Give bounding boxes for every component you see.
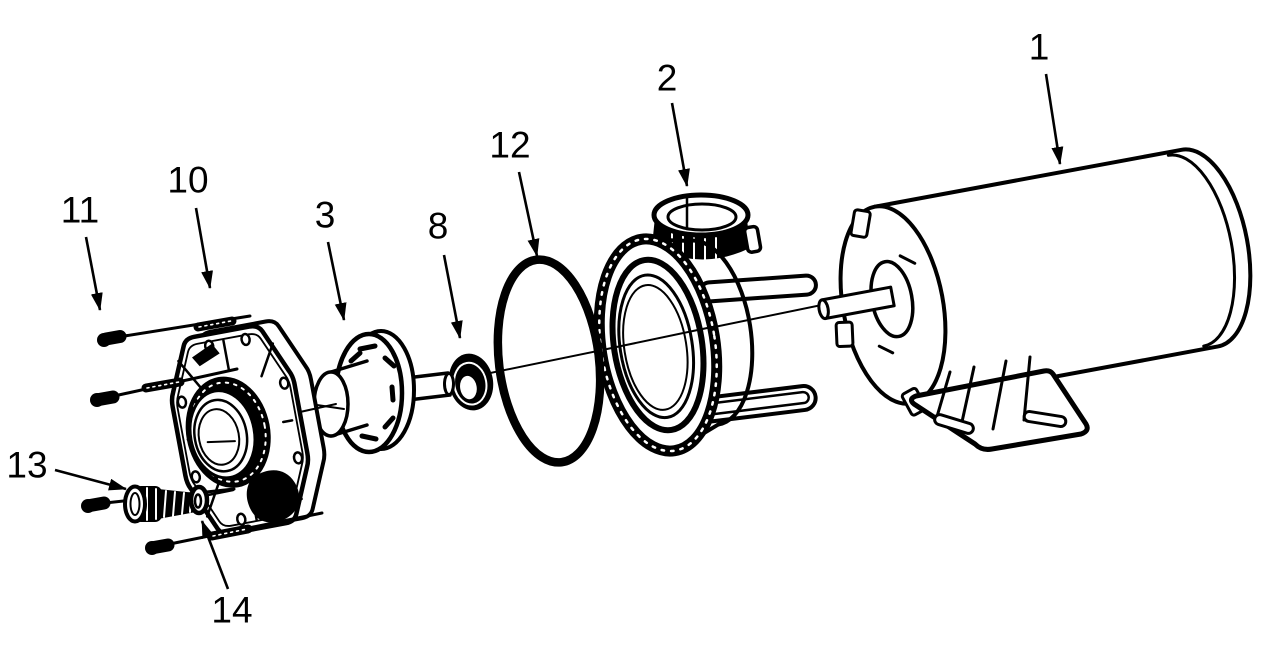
callout-10: 10	[167, 160, 213, 289]
callout-number: 13	[6, 445, 47, 486]
discharge-port-bore	[666, 202, 738, 232]
callout-1: 1	[1029, 27, 1064, 165]
bolt-hole	[176, 395, 188, 409]
motor-back-rim	[1166, 153, 1237, 348]
shaft-seal-drawing	[448, 353, 494, 411]
volute-drawing	[593, 192, 818, 457]
plug-thread-texture	[163, 490, 192, 518]
support-rail-top	[698, 273, 818, 304]
motor-base-slot-right	[1022, 409, 1068, 429]
volute-opening-inner	[622, 284, 689, 411]
volute-ring-texture	[598, 237, 718, 453]
callout-arrow	[326, 241, 347, 321]
callout-2: 2	[657, 58, 690, 187]
mounting-bolt-drawing	[145, 511, 324, 555]
mounting-bolt-drawing	[97, 314, 252, 347]
callout-arrow	[1044, 73, 1064, 165]
mounting-bolts-drawing	[81, 314, 324, 555]
callout-arrow	[194, 207, 213, 289]
impeller-vane-marks	[341, 343, 397, 442]
motor-body-outline	[872, 147, 1253, 406]
bolt-threads	[141, 377, 185, 393]
callout-number: 14	[211, 590, 252, 631]
bolt-head	[90, 393, 104, 407]
motor-drawing	[817, 147, 1253, 417]
suction-port-bore	[193, 398, 249, 473]
discharge-port-drawing	[651, 192, 763, 262]
motor-shaft-end	[817, 298, 830, 321]
volute-opening	[617, 273, 695, 420]
bolt-thread-texture	[146, 381, 180, 389]
callout-13: 13	[6, 445, 127, 491]
axis-centerline-volute	[606, 326, 713, 350]
bolt-thread-texture	[198, 320, 232, 328]
motor-face-notches	[877, 254, 917, 355]
bolt-hole	[278, 376, 290, 390]
callout-number: 2	[657, 58, 678, 99]
bolt-hole	[292, 451, 304, 465]
faceplate-drawing	[160, 313, 338, 539]
bolt-head	[81, 499, 95, 513]
volute-ring-drawing	[593, 233, 755, 457]
volute-back-rim	[687, 238, 755, 427]
discharge-port-lug	[742, 224, 763, 254]
callout-3: 3	[315, 195, 347, 321]
callout-number: 1	[1029, 27, 1050, 68]
o-ring-drawing	[493, 255, 605, 467]
seal-bore	[457, 373, 480, 402]
callout-12: 12	[489, 125, 540, 257]
plug-cap-face	[123, 484, 147, 524]
mounting-bolt-drawing	[90, 367, 239, 407]
bolt-head	[97, 333, 111, 347]
callout-arrow	[54, 468, 127, 491]
impeller-shaft-end	[443, 372, 455, 396]
washer-outer	[188, 484, 210, 516]
callout-arrow	[442, 254, 463, 339]
motor-base-gussets	[934, 355, 1032, 433]
bolt-threads	[193, 316, 237, 332]
motor-base-drawing	[908, 355, 1090, 452]
washer-drawing	[188, 484, 210, 516]
motor-base-slot-left	[933, 413, 975, 435]
volute-inner-ring	[609, 256, 707, 434]
motor-lug-top	[849, 208, 872, 239]
motor-lug-left	[834, 320, 855, 349]
callout-arrow	[84, 236, 103, 311]
callout-number: 3	[315, 195, 336, 236]
callout-number: 11	[61, 190, 99, 231]
callout-arrow	[517, 171, 540, 257]
bolt-thread-texture	[212, 528, 248, 537]
axis-centerline-gap	[299, 403, 337, 413]
impeller-drawing	[312, 329, 455, 455]
callout-arrow	[200, 520, 230, 590]
drain-plug-drawing	[123, 484, 196, 524]
callout-arrow	[670, 102, 690, 187]
faceplate-drain-boss	[246, 470, 300, 523]
callout-number: 10	[167, 160, 208, 201]
washer-inner	[193, 493, 203, 509]
bolt-hole	[190, 470, 202, 484]
bolt-head	[145, 541, 159, 555]
bolt-hole	[240, 332, 251, 347]
bolt-hole	[235, 512, 247, 526]
callout-number: 12	[489, 125, 530, 166]
impeller-hub-tick	[316, 404, 345, 410]
faceplate-ink-wedge	[191, 343, 220, 367]
suction-port-tick	[206, 440, 236, 444]
callout-14: 14	[200, 520, 253, 631]
plug-cap-inner	[129, 492, 141, 516]
plug-threads	[158, 489, 196, 519]
suction-port-bore-inner	[197, 408, 241, 466]
callout-11: 11	[61, 190, 103, 311]
callout-8: 8	[428, 206, 463, 339]
callout-number: 8	[428, 206, 449, 247]
